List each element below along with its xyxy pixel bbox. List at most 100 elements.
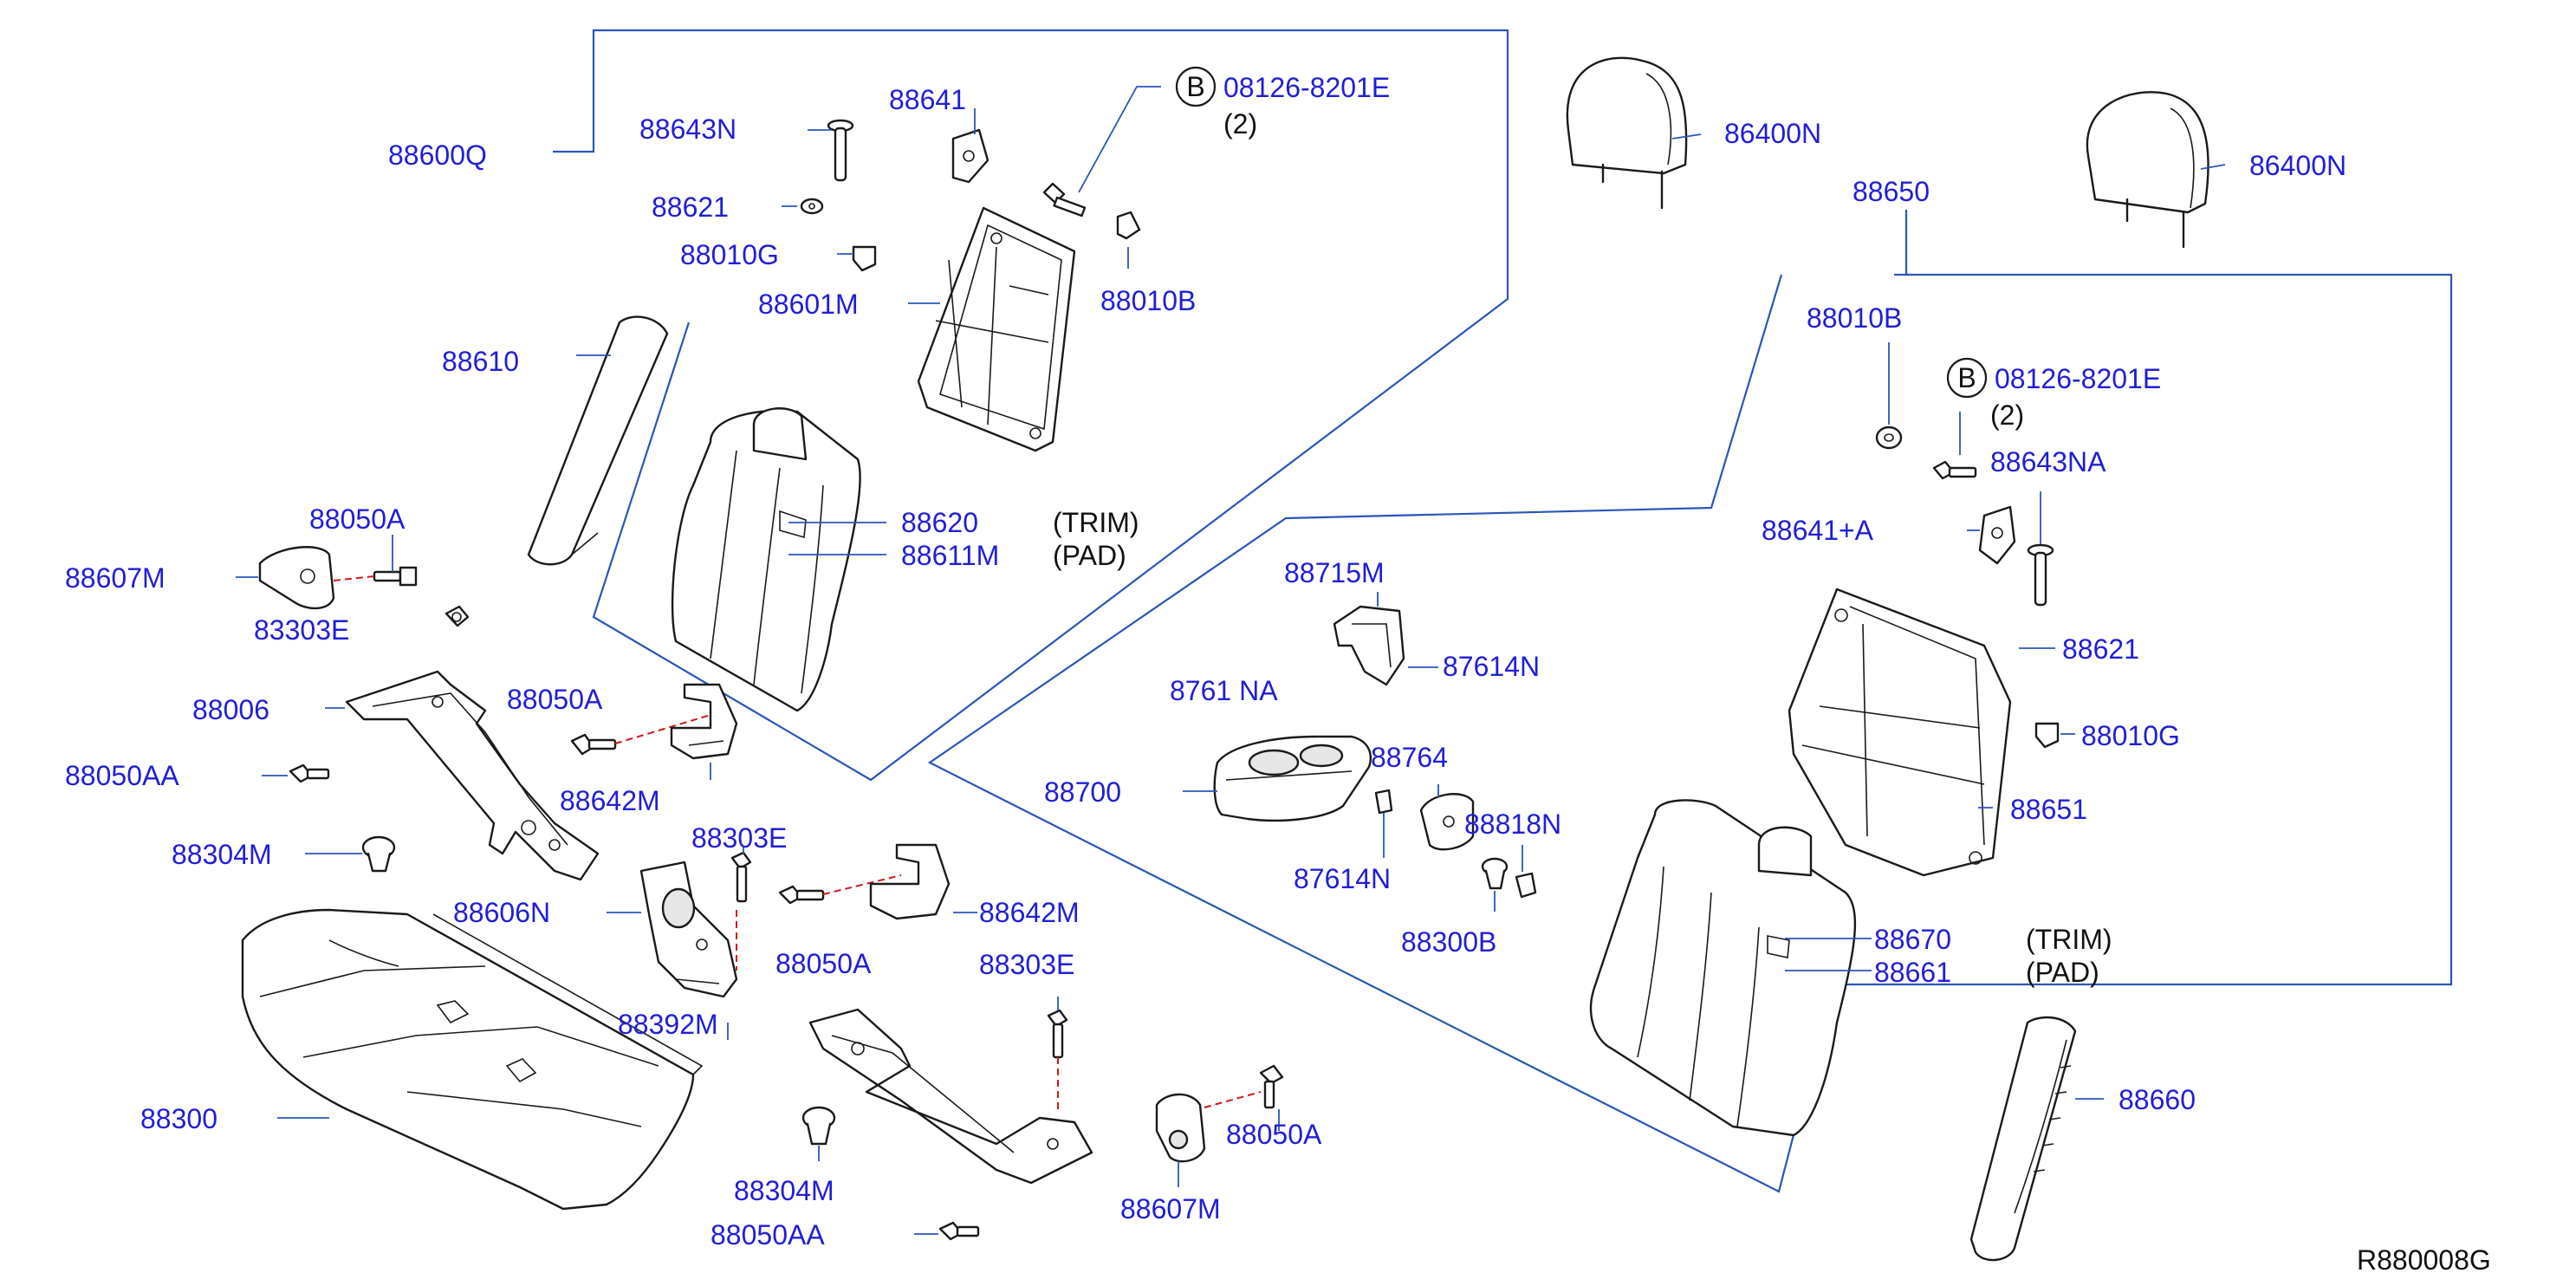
retainer-88304M-bottom	[801, 1106, 836, 1146]
cover-88764	[1419, 793, 1475, 851]
label-83303E: 83303E	[254, 614, 349, 646]
label-88006: 88006	[192, 694, 269, 725]
label-88010G-right: 88010G	[2081, 720, 2180, 751]
label-88050AA-bottom: 88050AA	[711, 1219, 825, 1250]
bolt-88050A-bottom	[1259, 1064, 1284, 1109]
seatback-trim-88670	[1589, 799, 1857, 1137]
hinge-bracket-88006	[345, 670, 600, 881]
label-88643NA: 88643NA	[1990, 446, 2106, 477]
grommet-88621	[800, 198, 824, 215]
striker-88642M-upper	[670, 683, 738, 760]
clip-88010G-left	[852, 245, 877, 272]
label-88050A-top: 88050A	[309, 503, 406, 535]
label-88300B: 88300B	[1401, 926, 1496, 958]
seatback-frame-88601M	[917, 206, 1076, 452]
retainer-88300B	[1481, 857, 1509, 890]
label-88641: 88641	[889, 84, 966, 115]
side-bolster-88660	[1969, 1016, 2077, 1262]
label-qty-right: (2)	[1990, 399, 2024, 431]
label-88670: 88670	[1874, 924, 1951, 955]
label-87614N-bottom: 87614N	[1294, 863, 1391, 894]
label-88606N: 88606N	[453, 897, 550, 928]
bolt-symbol-letter: B	[1186, 71, 1204, 102]
pivot-cover-88607M-bottom	[1155, 1093, 1206, 1163]
label-88650: 88650	[1853, 176, 1930, 207]
cupholder-bracket-88715M	[1333, 605, 1405, 686]
label-86400N-left: 86400N	[1724, 118, 1821, 149]
clip-87614N	[1374, 789, 1393, 815]
label-88010G-left: 88010G	[680, 239, 779, 270]
release-handle-88606N	[639, 861, 738, 998]
label-88600Q: 88600Q	[388, 140, 487, 171]
retainer-88304M-left	[361, 835, 396, 873]
label-86400N-right: 86400N	[2249, 150, 2346, 181]
label-88010B-left: 88010B	[1100, 285, 1196, 316]
bolt-88050A-lower	[778, 885, 825, 905]
dashed-guide-88050A-mid	[614, 714, 711, 744]
pivot-cover-88607M	[258, 546, 335, 610]
label-8761NA: 8761 NA	[1170, 675, 1278, 706]
bolt-83303E	[444, 605, 470, 627]
label-88642M-upper: 88642M	[560, 785, 660, 816]
label-88764: 88764	[1371, 742, 1448, 773]
label-trim-right: (TRIM)	[2026, 924, 2112, 955]
label-88607M-bottom: 88607M	[1120, 1193, 1221, 1224]
label-88641A: 88641+A	[1762, 515, 1874, 546]
armrest-88700	[1213, 735, 1372, 822]
label-08126-8201E-right: 08126-8201E	[1995, 363, 2161, 394]
clip-88818N	[1515, 872, 1537, 899]
label-88621-right: 88621	[2062, 633, 2139, 665]
group-frame-right-seatback	[927, 210, 2453, 1193]
label-trim-left: (TRIM)	[1053, 507, 1139, 538]
label-88303E-b: 88303E	[691, 822, 787, 854]
label-88643N: 88643N	[639, 114, 736, 145]
group-frame-left-seatback	[553, 29, 1509, 782]
label-88818N: 88818N	[1464, 809, 1561, 840]
label-88392M: 88392M	[618, 1009, 718, 1040]
label-88607M-left: 88607M	[65, 562, 165, 594]
striker-88642M-lower	[869, 843, 951, 920]
label-88642M-lower: 88642M	[979, 897, 1080, 928]
leader-lines	[236, 86, 2226, 1235]
hinge-88641A	[1978, 505, 2016, 565]
label-qty-left: (2)	[1223, 108, 1257, 140]
label-88303E-c: 88303E	[979, 949, 1074, 980]
hinge-88641	[951, 128, 990, 184]
headrest-right	[2086, 91, 2209, 249]
label-88620: 88620	[901, 507, 978, 538]
label-pad-right: (PAD)	[2026, 957, 2099, 988]
bolt-88050A-mid	[570, 733, 617, 756]
bolt-left-08126	[1042, 182, 1087, 218]
label-08126-8201E-left: 08126-8201E	[1223, 72, 1390, 103]
part-labels: 88600Q 88643N 88641 08126-8201E (2) 8862…	[65, 72, 2491, 1276]
hinge-bracket-lower	[808, 1008, 1093, 1185]
label-88611M: 88611M	[901, 540, 999, 571]
label-88660: 88660	[2119, 1084, 2196, 1115]
label-88715M: 88715M	[1284, 557, 1385, 588]
bolt-symbol-right: B	[1946, 357, 1988, 399]
seatback-trim-88620	[671, 407, 861, 712]
headrest-left	[1566, 56, 1688, 210]
label-88050AA-left: 88050AA	[65, 760, 179, 791]
bolt-symbol-letter: B	[1957, 362, 1976, 393]
nut-88010B-left	[1116, 211, 1141, 240]
label-88621: 88621	[652, 192, 729, 223]
label-87614N-top: 87614N	[1443, 651, 1540, 682]
clip-88010G-right	[2034, 722, 2060, 749]
lock-pin-88643N	[827, 119, 854, 182]
bolt-88303E-b	[730, 851, 752, 903]
bolt-88303E-c	[1047, 1009, 1068, 1059]
side-bolster-88610	[527, 315, 669, 566]
dashed-guide-88050A-bottom	[1204, 1091, 1262, 1108]
washer-88010B-right	[1875, 425, 1903, 450]
label-88010B-right: 88010B	[1807, 302, 1902, 334]
bolt-88050AA-bottom	[938, 1221, 980, 1241]
bolt-symbol-left: B	[1175, 66, 1217, 107]
dashed-guide-88050A-lower	[822, 874, 902, 895]
seat-cushion-88300	[241, 908, 704, 1211]
label-88651: 88651	[2010, 794, 2087, 825]
label-88304M-bottom: 88304M	[734, 1175, 834, 1206]
label-88601M: 88601M	[758, 289, 859, 320]
diagram-reference-code: R880008G	[2357, 1244, 2491, 1276]
